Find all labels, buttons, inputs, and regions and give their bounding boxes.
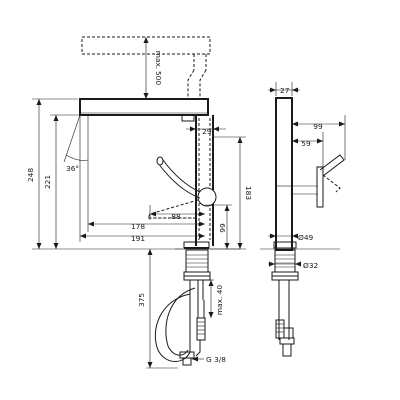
dim-dia-49: Ø49 xyxy=(298,233,314,242)
supply-hose-loop xyxy=(154,287,206,366)
extension-range-box xyxy=(81,36,211,98)
dim-375: 375 xyxy=(137,293,146,307)
spout-body xyxy=(79,98,209,122)
dim-99: 99 xyxy=(313,122,323,131)
side-base xyxy=(260,241,340,250)
dim-88: 88 xyxy=(171,212,181,221)
dim-221: 221 xyxy=(43,175,52,189)
threaded-shank xyxy=(183,249,211,352)
dim-29: 29 xyxy=(202,127,212,136)
dim-max-500: 500 xyxy=(154,71,163,85)
side-body xyxy=(275,97,293,251)
side-shank xyxy=(271,249,299,357)
side-view xyxy=(260,97,345,357)
lever-handle xyxy=(147,156,217,219)
front-dimensions: max. 500 248 221 36° 29 183 xyxy=(26,37,253,369)
dim-g-3-8: G 3/8 xyxy=(206,355,226,364)
dim-dia-32: Ø32 xyxy=(303,261,318,270)
dim-max-40: max. 40 xyxy=(215,285,224,316)
dim-66: 66 xyxy=(218,223,227,233)
dim-191: 191 xyxy=(131,234,145,243)
dim-59: 59 xyxy=(301,139,311,148)
faucet-base xyxy=(183,241,210,249)
side-dimensions: 27 99 59 Ø49 Ø32 xyxy=(268,82,346,270)
side-lever xyxy=(292,154,345,208)
dim-angle-36: 36° xyxy=(66,164,79,173)
faucet-column xyxy=(195,115,214,246)
dim-178: 178 xyxy=(131,222,145,231)
dim-max-label: max. xyxy=(154,51,163,69)
dim-183: 183 xyxy=(244,186,253,200)
dim-27: 27 xyxy=(280,86,290,95)
dim-248: 248 xyxy=(26,168,35,182)
